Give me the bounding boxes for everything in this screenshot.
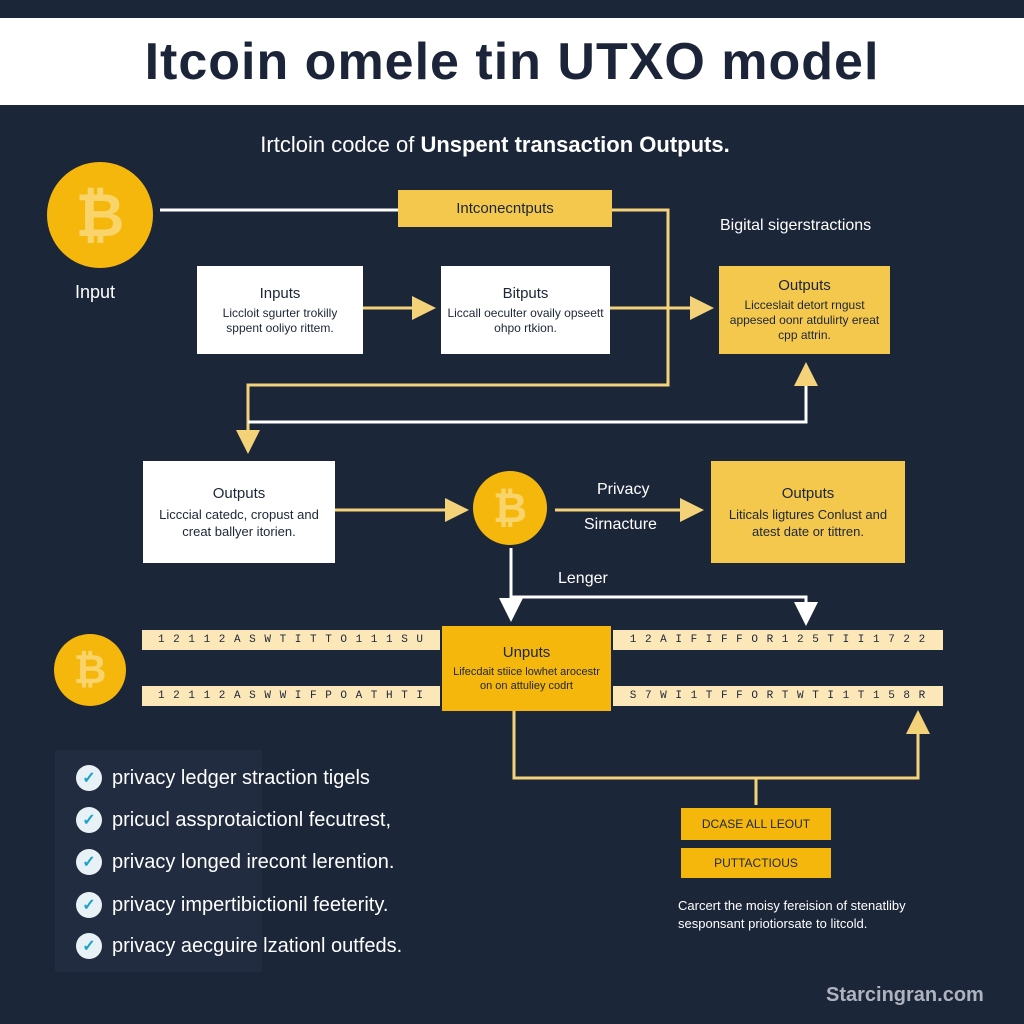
checklist-item: ✓privacy ledger straction tigels xyxy=(76,765,370,791)
page-title: Itcoin omele tin UTXO model xyxy=(144,32,880,91)
check-icon: ✓ xyxy=(76,933,102,959)
line-up-outputs xyxy=(248,362,818,424)
line-loop-down xyxy=(236,208,670,454)
subtitle-prefix: Irtcloin codce of xyxy=(260,132,421,157)
bitcoin-icon: ₿ xyxy=(47,162,153,268)
ledger-tape-1-right: 1 2 A I F I F F O R 1 2 5 T I I 1 7 2 2 xyxy=(613,630,943,650)
title-band: Itcoin omele tin UTXO model xyxy=(0,18,1024,105)
ledger-tape-2-right: S 7 W I 1 T F F O R T W T I 1 T 1 5 8 R xyxy=(613,686,943,706)
transactions-button[interactable]: PUTTACTIOUS xyxy=(681,848,831,878)
watermark: Starcingran.com xyxy=(826,984,984,1006)
ledger-label: Lenger xyxy=(558,570,608,587)
check-icon: ✓ xyxy=(76,849,102,875)
check-icon: ✓ xyxy=(76,892,102,918)
input-label: Input xyxy=(75,282,116,302)
line-ledger-loop xyxy=(512,710,930,780)
ledger-tape-2-left: 1 2 1 1 2 A S W W I F P O A T H T I xyxy=(142,686,440,706)
privacy-label: Privacy xyxy=(597,481,650,498)
checklist-item: ✓privacy longed irecont lerention. xyxy=(76,849,394,875)
caption: Carcert the moisy fereision of stenatlib… xyxy=(678,898,906,931)
bitcoin-icon: ₿ xyxy=(54,634,126,706)
top-label-box: Intconecntputs xyxy=(398,190,612,227)
line-ledger-right xyxy=(511,595,818,626)
subtitle-bold: Unspent transaction Outputs. xyxy=(420,132,730,157)
subtitle: Irtcloin codce of Unspent transaction Ou… xyxy=(0,132,990,158)
release-all-button[interactable]: DCASE ALL LEOUT xyxy=(681,808,831,840)
checklist-item: ✓pricucl assprotaictionl fecutrest, xyxy=(76,807,391,833)
checklist-item: ✓privacy impertibictionil feeterity. xyxy=(76,892,388,918)
bitcoin-icon: ₿ xyxy=(473,471,547,545)
side-label: Bigital sigerstractions xyxy=(720,217,872,234)
signature-label: Sirnacture xyxy=(584,516,657,533)
check-icon: ✓ xyxy=(76,807,102,833)
check-icon: ✓ xyxy=(76,765,102,791)
ledger-tape-1-left: 1 2 1 1 2 A S W T I T T O 1 1 1 S U xyxy=(142,630,440,650)
checklist-item: ✓privacy aecguire lzationl outfeds. xyxy=(76,933,402,959)
